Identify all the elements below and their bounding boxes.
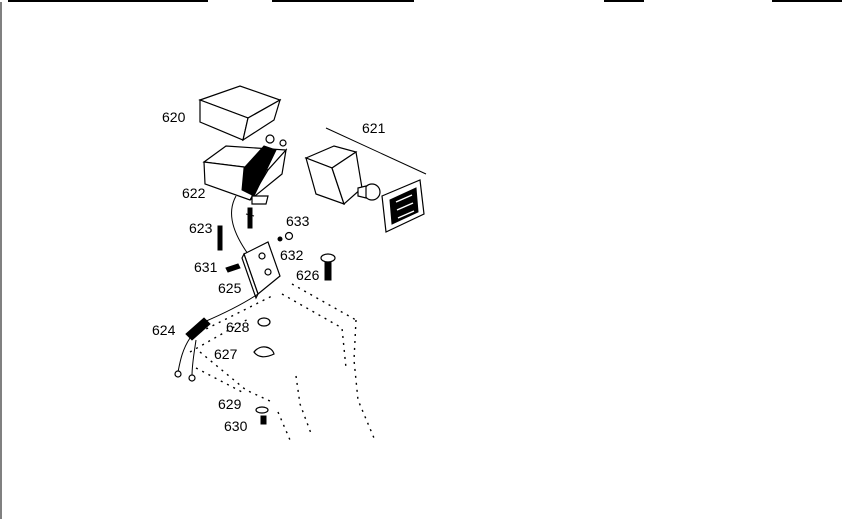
- label-629: 629: [218, 396, 242, 412]
- label-624: 624: [152, 322, 176, 338]
- header-fragment-4: [772, 0, 842, 2]
- part-629-washer: [255, 406, 269, 414]
- label-623: 623: [189, 220, 213, 236]
- label-621: 621: [362, 120, 386, 136]
- label-622: 622: [182, 185, 206, 201]
- part-623-screw: [217, 225, 223, 251]
- label-627: 627: [214, 346, 238, 362]
- part-621-tail-lamp: [304, 127, 427, 233]
- label-628: 628: [226, 319, 250, 335]
- label-632: 632: [280, 247, 304, 263]
- part-623-stud: [245, 207, 255, 229]
- header-fragment-1: [8, 0, 208, 2]
- label-626: 626: [296, 267, 320, 283]
- part-626-bolt: [320, 253, 336, 281]
- header-fragment-3: [604, 0, 644, 2]
- mounting-frame-dashed: [189, 283, 375, 441]
- part-627-clip: [253, 346, 275, 358]
- label-625: 625: [218, 280, 242, 296]
- header-fragments: [8, 0, 842, 2]
- part-622-lamp-housing: [202, 134, 288, 205]
- part-625-bracket: [241, 241, 281, 300]
- part-628-nut: [257, 317, 271, 327]
- header-fragment-2: [272, 0, 414, 2]
- part-labels: 620 621 622 623 633 632 631 626 625 624 …: [152, 109, 386, 434]
- label-630: 630: [224, 418, 248, 434]
- label-620: 620: [162, 109, 186, 125]
- label-633: 633: [286, 213, 310, 229]
- part-631-screw: [225, 263, 241, 273]
- part-620-cover: [198, 85, 282, 142]
- cable-upper: [231, 195, 249, 255]
- part-633-washer: [277, 231, 294, 242]
- label-631: 631: [194, 259, 218, 275]
- part-624-connector: [174, 293, 259, 382]
- part-630-nut: [260, 415, 267, 425]
